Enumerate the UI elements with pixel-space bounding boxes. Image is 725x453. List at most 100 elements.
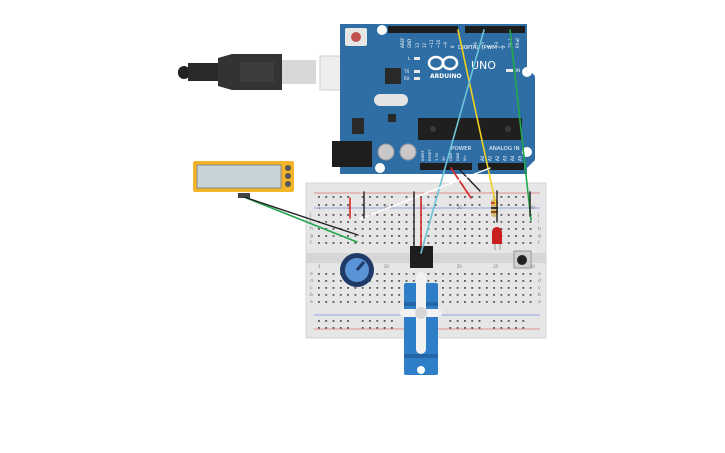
breadboard-hole[interactable] [471,242,474,244]
breadboard-hole[interactable] [412,280,415,282]
breadboard-hole[interactable] [369,242,371,244]
breadboard-hole[interactable] [376,294,379,296]
breadboard-hole[interactable] [318,214,320,216]
rail-hole[interactable] [449,320,452,322]
breadboard-hole[interactable] [485,301,488,303]
rail-hole[interactable] [369,204,371,206]
rail-hole[interactable] [507,204,510,206]
breadboard-hole[interactable] [456,294,459,296]
breadboard-hole[interactable] [405,228,408,230]
rail-hole[interactable] [464,204,466,206]
breadboard-hole[interactable] [442,235,444,237]
rail-hole[interactable] [449,204,452,206]
breadboard-hole[interactable] [332,294,335,296]
breadboard-hole[interactable] [500,301,503,303]
breadboard-hole[interactable] [442,228,444,230]
breadboard-hole[interactable] [500,273,503,275]
rail-hole[interactable] [332,196,335,198]
breadboard-hole[interactable] [485,235,488,237]
breadboard-hole[interactable] [325,287,328,289]
breadboard-hole[interactable] [478,235,481,237]
breadboard-hole[interactable] [522,235,525,237]
rail-hole[interactable] [318,327,320,329]
breadboard-hole[interactable] [478,301,481,303]
breadboard-hole[interactable] [398,221,401,223]
rail-hole[interactable] [478,196,481,198]
breadboard-hole[interactable] [369,294,371,296]
breadboard-hole[interactable] [369,287,371,289]
breadboard-hole[interactable] [347,242,349,244]
breadboard-hole[interactable] [398,280,401,282]
breadboard-hole[interactable] [456,228,459,230]
breadboard-hole[interactable] [500,280,503,282]
breadboard-hole[interactable] [485,214,488,216]
rail-hole[interactable] [405,204,408,206]
breadboard-hole[interactable] [522,273,525,275]
breadboard-hole[interactable] [405,242,408,244]
breadboard-hole[interactable] [376,280,379,282]
breadboard-hole[interactable] [493,221,495,223]
breadboard-hole[interactable] [456,280,459,282]
breadboard-hole[interactable] [507,280,510,282]
rail-hole[interactable] [376,327,379,329]
breadboard-hole[interactable] [325,235,328,237]
rail-hole[interactable] [318,204,320,206]
rail-hole[interactable] [449,196,452,198]
breadboard-hole[interactable] [434,280,437,282]
rail-hole[interactable] [522,320,525,322]
breadboard-hole[interactable] [515,221,517,223]
breadboard-hole[interactable] [383,273,386,275]
breadboard-hole[interactable] [464,221,466,223]
rail-hole[interactable] [339,327,342,329]
breadboard-hole[interactable] [478,228,481,230]
breadboard-hole[interactable] [522,280,525,282]
rail-hole[interactable] [332,320,335,322]
breadboard-hole[interactable] [391,221,393,223]
rail-hole[interactable] [361,327,364,329]
breadboard-hole[interactable] [500,221,503,223]
rail-hole[interactable] [369,320,371,322]
rail-hole[interactable] [376,204,379,206]
breadboard-hole[interactable] [332,221,335,223]
breadboard-hole[interactable] [464,242,466,244]
breadboard-hole[interactable] [442,242,444,244]
breadboard-hole[interactable] [449,294,452,296]
rail-hole[interactable] [449,327,452,329]
rail-hole[interactable] [391,320,393,322]
breadboard-hole[interactable] [347,301,349,303]
breadboard-hole[interactable] [529,287,532,289]
rail-hole[interactable] [427,196,430,198]
rail-hole[interactable] [522,204,525,206]
breadboard-hole[interactable] [442,273,444,275]
rail-hole[interactable] [515,327,517,329]
slide-sensor-module[interactable] [193,161,294,198]
breadboard-hole[interactable] [361,214,364,216]
breadboard-hole[interactable] [500,294,503,296]
breadboard-hole[interactable] [427,214,430,216]
breadboard-hole[interactable] [485,287,488,289]
rail-hole[interactable] [515,204,517,206]
breadboard-hole[interactable] [522,294,525,296]
breadboard-hole[interactable] [376,287,379,289]
breadboard-hole[interactable] [507,235,510,237]
breadboard-hole[interactable] [339,242,342,244]
rail-hole[interactable] [391,204,393,206]
breadboard-hole[interactable] [318,228,320,230]
breadboard-hole[interactable] [354,294,357,296]
breadboard-hole[interactable] [383,280,386,282]
breadboard-hole[interactable] [318,280,320,282]
rail-hole[interactable] [522,196,525,198]
breadboard-hole[interactable] [391,287,393,289]
rail-hole[interactable] [456,196,459,198]
breadboard-hole[interactable] [412,273,415,275]
rail-hole[interactable] [332,204,335,206]
breadboard-hole[interactable] [434,228,437,230]
rail-hole[interactable] [471,320,474,322]
breadboard-hole[interactable] [339,287,342,289]
servo-horn[interactable] [400,272,442,354]
breadboard-hole[interactable] [354,228,357,230]
breadboard-hole[interactable] [464,287,466,289]
breadboard-hole[interactable] [376,235,379,237]
rail-hole[interactable] [500,327,503,329]
rail-hole[interactable] [347,204,349,206]
